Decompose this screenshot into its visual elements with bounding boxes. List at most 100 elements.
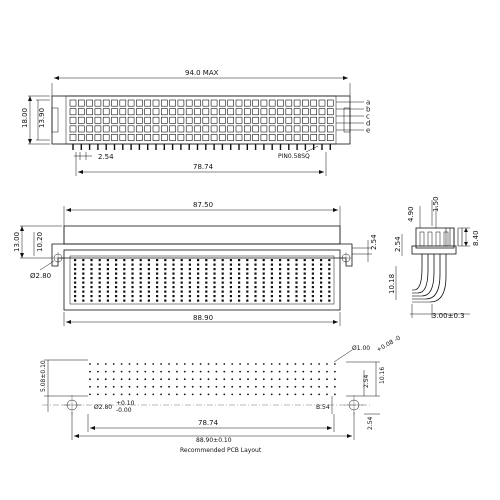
pcb-hole <box>136 363 139 365</box>
side-right-height-label: 8.40 <box>472 230 480 246</box>
front-contact <box>295 295 298 298</box>
front-contact <box>221 277 224 280</box>
pcb-hole <box>89 393 91 396</box>
front-contact <box>188 263 191 266</box>
front-contact <box>320 263 323 266</box>
pcb-hole <box>262 393 265 396</box>
front-contact <box>164 259 167 262</box>
front-contact <box>82 295 85 298</box>
top-contact-cell <box>310 99 318 107</box>
front-contact <box>205 281 208 284</box>
top-contact-cell <box>326 125 334 133</box>
front-contact <box>303 286 306 289</box>
pcb-hole <box>270 363 273 365</box>
front-contact <box>262 295 265 298</box>
front-pitch-right-label: 2.54 <box>370 234 378 250</box>
front-contact <box>74 277 77 280</box>
pcb-hole <box>89 363 91 365</box>
front-contact <box>172 286 175 289</box>
side-bottom-span-label: 3.00±0.3 <box>432 312 465 320</box>
front-mount-span-label: 87.50 <box>193 201 213 209</box>
front-contact <box>254 290 257 293</box>
top-contact-cell <box>136 116 143 124</box>
front-contact <box>197 286 200 289</box>
front-contact <box>115 272 118 275</box>
top-contact-cell <box>94 116 102 124</box>
front-contact <box>82 259 85 262</box>
pcb-hole <box>176 370 178 373</box>
front-contact <box>229 286 232 289</box>
top-contact-cell <box>210 99 218 107</box>
top-contact-cell <box>293 125 301 133</box>
front-contact <box>74 259 77 262</box>
top-contact-cell <box>144 125 151 133</box>
front-contact <box>246 268 249 271</box>
top-contact-cell <box>177 116 185 124</box>
pcb-hole <box>136 378 139 381</box>
pcb-hole <box>144 393 147 396</box>
pcb-hole <box>294 363 297 365</box>
pcb-hole <box>262 363 265 365</box>
pcb-right-low-label: 2.54 <box>367 416 374 430</box>
pcb-hole <box>231 370 234 373</box>
top-contact-cell <box>127 134 135 141</box>
front-contact <box>295 263 298 266</box>
front-contact <box>115 263 118 266</box>
pcb-hole <box>176 385 178 388</box>
top-contact-cell <box>78 116 85 124</box>
front-contact <box>287 281 290 284</box>
front-contact <box>254 263 257 266</box>
top-contact-cell <box>194 99 201 107</box>
front-contact <box>303 295 306 298</box>
top-contact-cell <box>144 108 151 116</box>
pcb-hole <box>120 393 123 396</box>
front-contact <box>90 259 93 262</box>
pcb-hole <box>302 385 305 388</box>
top-contact-cell <box>169 99 176 107</box>
front-contact <box>238 286 241 289</box>
top-contact-cell <box>177 134 185 141</box>
front-contact <box>221 295 224 298</box>
top-contact-cell <box>102 125 110 133</box>
front-contact <box>229 272 232 275</box>
pcb-hole <box>286 385 289 388</box>
front-contact <box>229 277 232 280</box>
front-contact <box>270 295 273 298</box>
front-contact <box>262 299 265 302</box>
pcb-hole <box>247 363 249 365</box>
front-contact <box>147 268 150 271</box>
front-contact <box>328 281 331 284</box>
pcb-hole <box>152 378 155 381</box>
front-contact <box>74 286 77 289</box>
front-contact <box>328 272 331 275</box>
top-contact-cell <box>94 99 102 107</box>
pcb-hole <box>112 393 115 396</box>
pcb-hole <box>112 370 115 373</box>
pcb-hole <box>334 393 336 396</box>
pcb-hole <box>199 363 202 365</box>
top-contact-cell <box>235 108 243 116</box>
front-contact <box>320 299 323 302</box>
pcb-hole <box>191 385 194 388</box>
pcb-hole <box>247 393 249 396</box>
front-contact <box>156 295 159 298</box>
top-contact-cell <box>260 99 268 107</box>
front-contact <box>82 290 85 293</box>
top-contact-cell <box>202 108 210 116</box>
pcb-hole <box>310 363 313 365</box>
front-contact <box>123 286 126 289</box>
top-contact-cell <box>235 134 243 141</box>
front-contact <box>246 272 249 275</box>
front-contact <box>229 281 232 284</box>
front-contact <box>279 268 282 271</box>
front-contact <box>115 277 118 280</box>
top-span-label: 78.74 <box>193 163 214 171</box>
pcb-hole <box>104 370 107 373</box>
front-contact <box>246 299 249 302</box>
top-contact-cell <box>310 134 318 141</box>
front-contact <box>123 299 126 302</box>
pcb-hole <box>168 385 170 388</box>
front-contact <box>311 263 314 266</box>
front-contact <box>74 299 77 302</box>
